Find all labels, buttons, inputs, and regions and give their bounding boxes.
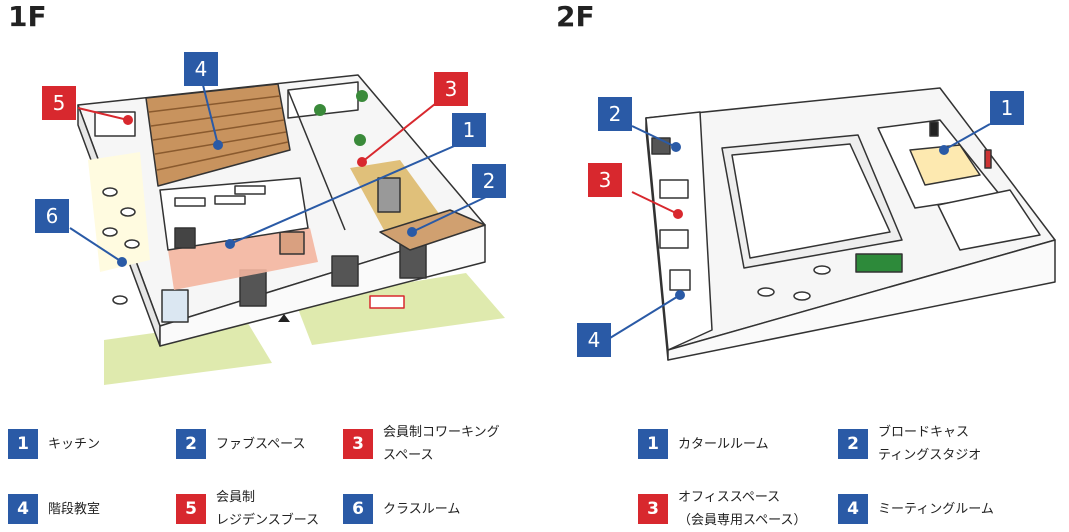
legend-1f-item: 2 ファブスペース xyxy=(176,429,305,459)
legend-number: 3 xyxy=(638,494,668,524)
legend-number: 2 xyxy=(838,429,868,459)
pin-1f-classroom: 6 xyxy=(35,199,69,233)
pin-2f-office-space: 3 xyxy=(588,163,622,197)
legend-label: オフィススペース （会員専用スペース） xyxy=(678,490,807,528)
pin-1f-coworking: 3 xyxy=(434,72,468,106)
pin-1f-kitchen: 1 xyxy=(452,113,486,147)
legend-1f-item: 4 階段教室 xyxy=(8,494,100,524)
legend-number: 2 xyxy=(176,429,206,459)
legend-1f-item: 1 キッチン xyxy=(8,429,100,459)
floor-1f-plan xyxy=(69,74,505,385)
legend-label: 会員制コワーキング スペース xyxy=(383,425,500,463)
legend-number: 5 xyxy=(176,494,206,524)
legend-label: ファブスペース xyxy=(216,436,306,452)
legend-number: 3 xyxy=(343,429,373,459)
legend-label: 階段教室 xyxy=(48,501,101,517)
pin-2f-broadcasting-studio: 2 xyxy=(598,97,632,131)
legend-label: ブロードキャス ティングスタジオ xyxy=(878,425,982,463)
pin-1f-fab-space: 2 xyxy=(472,164,506,198)
legend-number: 6 xyxy=(343,494,373,524)
legend-label: クラスルーム xyxy=(383,501,461,517)
pin-2f-meeting-room: 4 xyxy=(577,323,611,357)
grass-area-left xyxy=(104,320,272,385)
legend-2f-item: 2 ブロードキャス ティングスタジオ xyxy=(838,421,981,467)
legend-label: キッチン xyxy=(48,436,101,452)
pin-1f-stepped-classroom: 4 xyxy=(184,52,218,86)
legend-label: ミーティングルーム xyxy=(878,501,994,517)
legend-number: 1 xyxy=(638,429,668,459)
pin-2f-qatar-room: 1 xyxy=(990,91,1024,125)
legend-number: 4 xyxy=(8,494,38,524)
legend-2f-item: 4 ミーティングルーム xyxy=(838,494,994,524)
floor-title-1f: 1F xyxy=(8,0,47,33)
floor-title-2f: 2F xyxy=(556,0,595,33)
legend-1f-item: 6 クラスルーム xyxy=(343,494,460,524)
floor-2f-plan xyxy=(609,87,1056,361)
legend-number: 4 xyxy=(838,494,868,524)
legend-label: 会員制 レジデンスブース xyxy=(216,490,320,528)
legend-1f-item: 3 会員制コワーキング スペース xyxy=(343,421,500,467)
legend-number: 1 xyxy=(8,429,38,459)
legend-2f-item: 3 オフィススペース （会員専用スペース） xyxy=(638,486,806,532)
grass-area-right xyxy=(295,273,505,345)
pin-1f-residence-booth: 5 xyxy=(42,86,76,120)
legend-2f-item: 1 カタールルーム xyxy=(638,429,769,459)
stepped-classroom xyxy=(145,83,291,187)
legend-label: カタールルーム xyxy=(678,436,769,452)
legend-1f-item: 5 会員制 レジデンスブース xyxy=(176,486,319,532)
